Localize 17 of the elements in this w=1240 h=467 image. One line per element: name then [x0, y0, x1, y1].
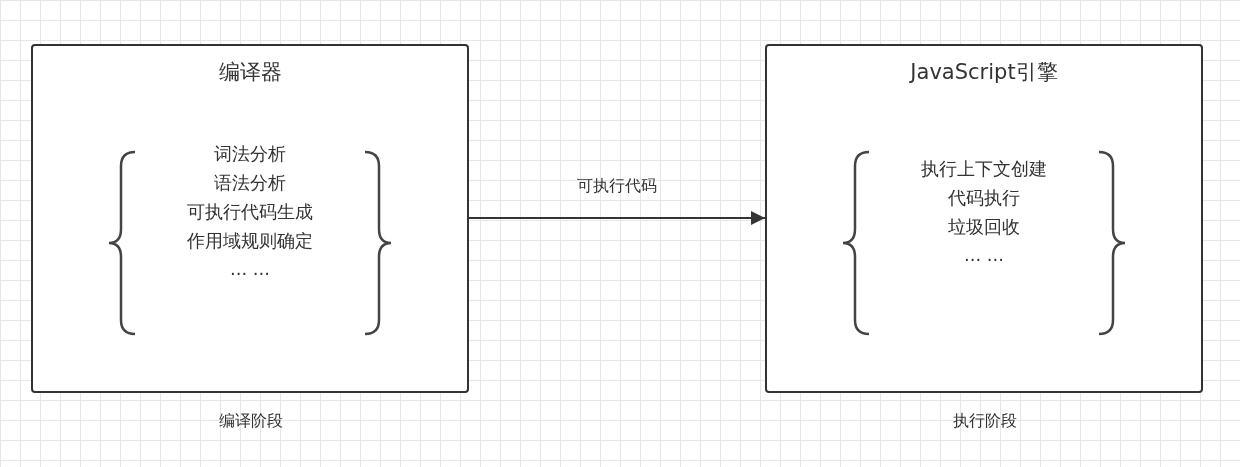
list-item: 语法分析: [213, 171, 287, 195]
process-box: [765, 44, 1203, 393]
list-item: 作用域规则确定: [186, 229, 314, 253]
box-title: 编译器: [217, 59, 283, 86]
edge-label: 可执行代码: [577, 176, 657, 197]
list-item: 代码执行: [947, 185, 1021, 210]
list-item: 可执行代码生成: [186, 200, 314, 224]
stage-label: 执行阶段: [953, 411, 1017, 432]
process-box: [31, 44, 469, 393]
list-item: 执行上下文创建: [920, 156, 1048, 181]
list-item: ... ...: [228, 258, 272, 279]
box-title: JavaScript引擎: [908, 59, 1059, 86]
list-item: 垃圾回收: [947, 214, 1021, 239]
list-item: 词法分析: [213, 142, 287, 166]
stage-label: 编译阶段: [219, 411, 283, 432]
arrow: [468, 211, 766, 225]
list-item: ... ...: [962, 243, 1006, 265]
